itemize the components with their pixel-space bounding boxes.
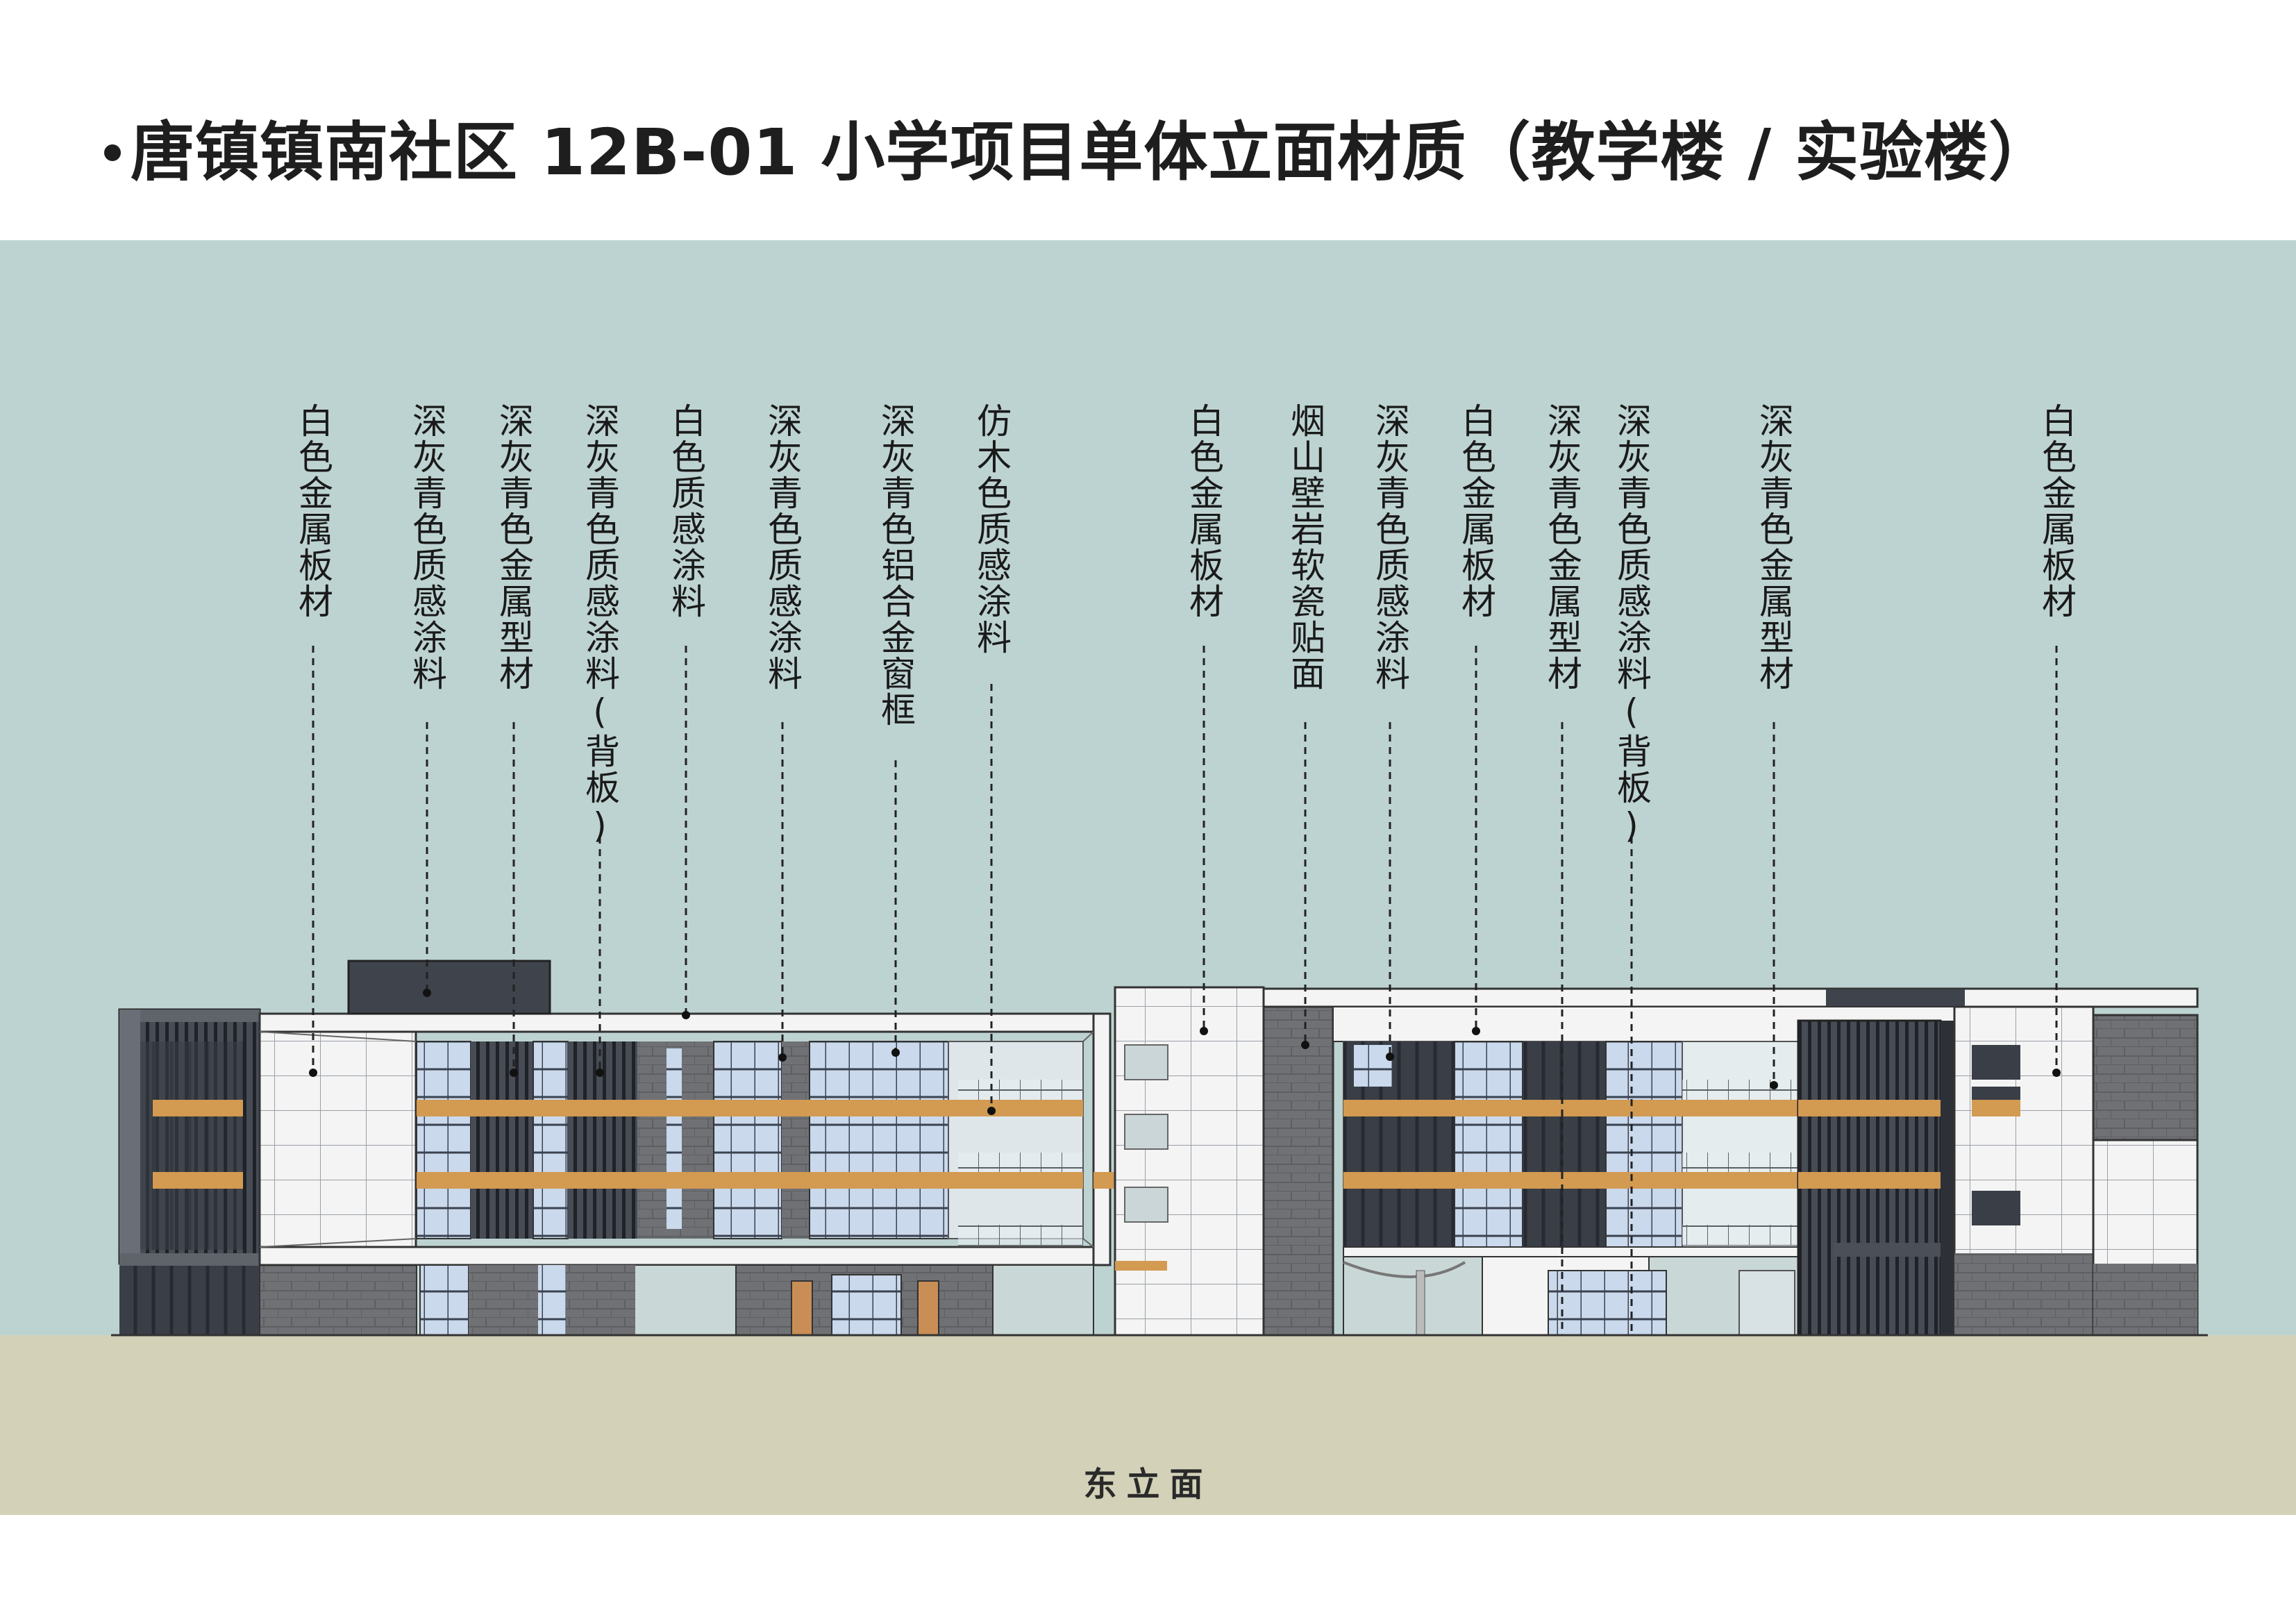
material-label: 深灰青色质感涂料(背板): [1611, 403, 1652, 847]
material-label: 深灰青色质感涂料: [407, 403, 447, 692]
material-label: 深灰青色金属型材: [494, 403, 534, 692]
material-label: 白色金属板材: [1456, 403, 1496, 619]
material-label: 深灰青色铝合金窗框: [875, 403, 916, 728]
material-label: 深灰青色金属型材: [1542, 403, 1582, 692]
ground-area: [0, 1335, 2296, 1515]
page-title: 唐镇镇南社区 12B-01 小学项目单体立面材质（教学楼 / 实验楼）: [104, 104, 2053, 201]
material-label: 白色金属板材: [293, 403, 333, 619]
material-label: 仿木色质感涂料: [971, 403, 1012, 655]
annotation-leader-lines: [309, 646, 2061, 1335]
material-label: 深灰青色质感涂料(背板): [580, 403, 620, 847]
material-label: 烟山壁岩软瓷贴面: [1285, 403, 1325, 692]
page-title-text: 唐镇镇南社区 12B-01 小学项目单体立面材质（教学楼 / 实验楼）: [131, 115, 2054, 190]
material-label: 白色金属板材: [2036, 403, 2077, 619]
bullet-icon: [104, 144, 121, 161]
material-label: 深灰青色金属型材: [1754, 403, 1794, 692]
material-label: 深灰青色质感涂料: [1370, 403, 1410, 692]
material-label: 白色金属板材: [1184, 403, 1224, 619]
material-label: 深灰青色质感涂料: [762, 403, 803, 692]
elevation-caption: 东立面: [1083, 1465, 1213, 1504]
material-label: 白色质感涂料: [666, 403, 706, 619]
left-building-block: [118, 960, 1170, 1336]
right-building-block: [1262, 987, 2199, 1337]
center-white-tower: [1114, 986, 1334, 1337]
